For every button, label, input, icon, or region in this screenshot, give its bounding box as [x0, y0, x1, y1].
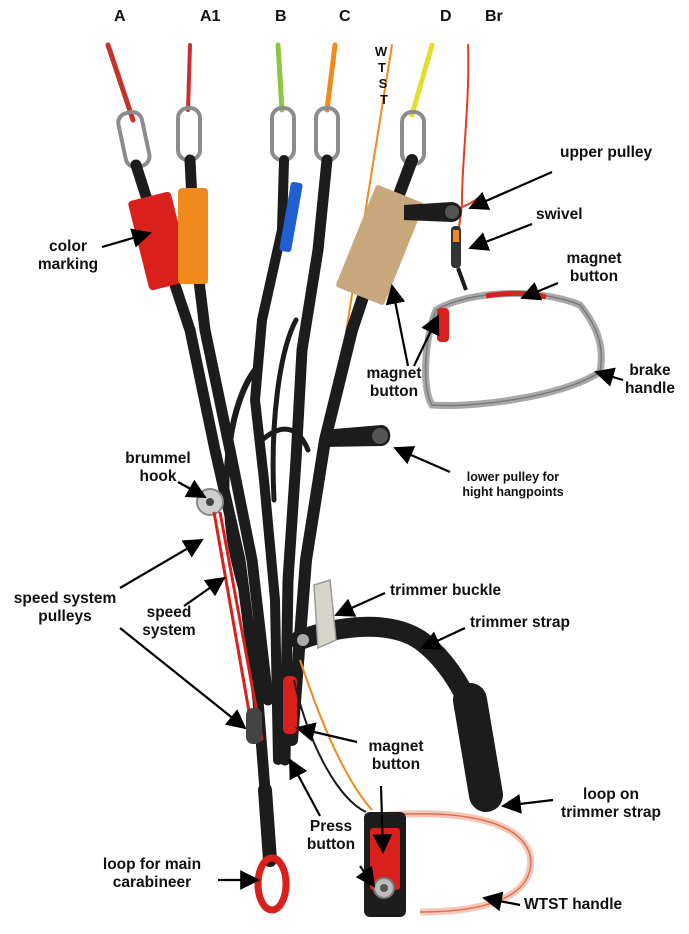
maillon-a1 — [178, 108, 200, 160]
line-a1 — [188, 45, 190, 110]
brake-handle-outer — [426, 294, 602, 406]
label-wtst-handle: WTST handle — [524, 896, 622, 914]
maillon-c — [316, 108, 338, 160]
lower-pulley-wheel — [372, 428, 388, 444]
tan-marking-d — [335, 184, 424, 305]
trimmer-loop-band — [470, 700, 486, 795]
label-swivel: swivel — [536, 206, 583, 224]
label-upper-pulley: upper pulley — [560, 144, 652, 162]
arrow-speed-system — [184, 578, 224, 606]
riser-header-br: Br — [485, 8, 503, 26]
wtst-letter: T — [375, 60, 389, 75]
brummel-hook-hole — [206, 498, 214, 506]
maillon-b — [272, 108, 294, 160]
line-b — [278, 45, 282, 110]
label-trimmer-strap: trimmer strap — [470, 614, 570, 632]
riser-header-a1: A1 — [200, 8, 220, 26]
arrow-speed-pulleys-2 — [120, 628, 245, 728]
trimmer-buckle-shape — [314, 580, 336, 648]
orange-marking-a1 — [178, 188, 208, 284]
arrow-upper-pulley — [470, 172, 552, 208]
wtst-letter: S — [376, 76, 390, 91]
trimmer-buckle-pin — [297, 634, 309, 646]
upper-pulley-wheel — [445, 205, 459, 219]
riser-header-c: C — [339, 8, 351, 26]
riser-header-d: D — [440, 8, 452, 26]
brake-magnet-red — [437, 308, 449, 342]
riser-header-b: B — [275, 8, 287, 26]
arrow-trimmer-buckle — [336, 593, 385, 615]
arrow-press-button-1 — [290, 760, 320, 816]
main-loop-stem — [265, 790, 270, 860]
wtst-letter: W — [374, 44, 388, 59]
arrow-lower-pulley — [395, 448, 450, 472]
brake-handle-shape — [426, 268, 602, 406]
arrow-magnet-mid-1 — [392, 286, 408, 366]
arrow-swivel — [470, 224, 532, 248]
wtst-letter: T — [377, 92, 391, 107]
line-a — [108, 45, 133, 120]
line-d — [412, 45, 432, 115]
arrow-speed-pulleys-1 — [120, 540, 202, 588]
arrow-loop-trimmer — [503, 800, 553, 806]
riser-header-a: A — [114, 8, 126, 26]
line-c — [327, 45, 335, 110]
label-trimmer-buckle: trimmer buckle — [390, 582, 501, 600]
swivel-clip — [453, 230, 459, 242]
speed-system-pulley-shape — [246, 708, 262, 744]
